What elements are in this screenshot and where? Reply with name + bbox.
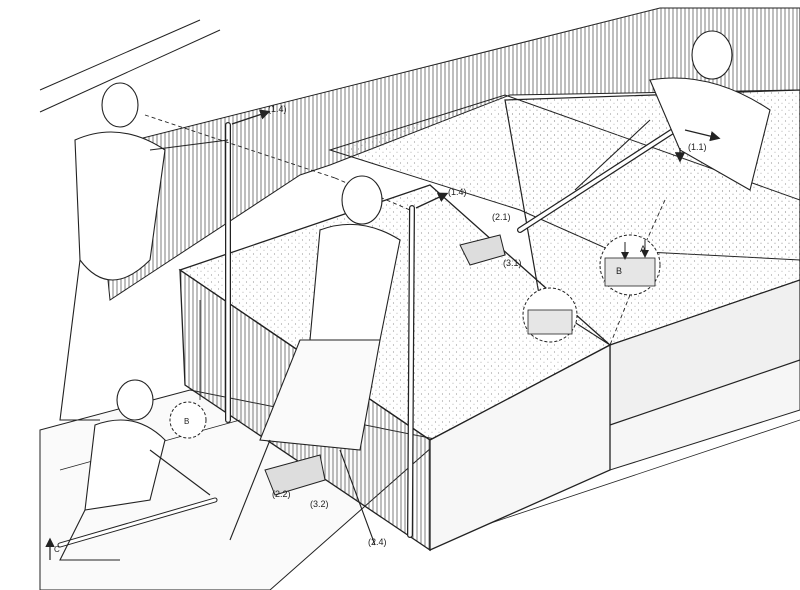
label-1-1: (1.1) (688, 142, 707, 152)
label-c: C (54, 545, 60, 554)
label-b-small: B (184, 417, 189, 426)
label-2-2: (2.2) (272, 489, 291, 499)
label-1-4-left: (1.4) (268, 104, 287, 114)
label-3-2: (3.2) (310, 499, 329, 509)
detail-circle-center (523, 288, 577, 342)
detail-circle-right: A B (600, 235, 660, 295)
label-2-1: (2.1) (492, 212, 511, 222)
label-a: A (640, 244, 646, 254)
label-3-1: (3.1) (503, 258, 522, 268)
label-b: B (616, 266, 622, 276)
label-1-4-center: (1.4) (448, 187, 467, 197)
detail-circle-left: B (170, 402, 206, 438)
label-2-4: (2.4) (368, 537, 387, 547)
